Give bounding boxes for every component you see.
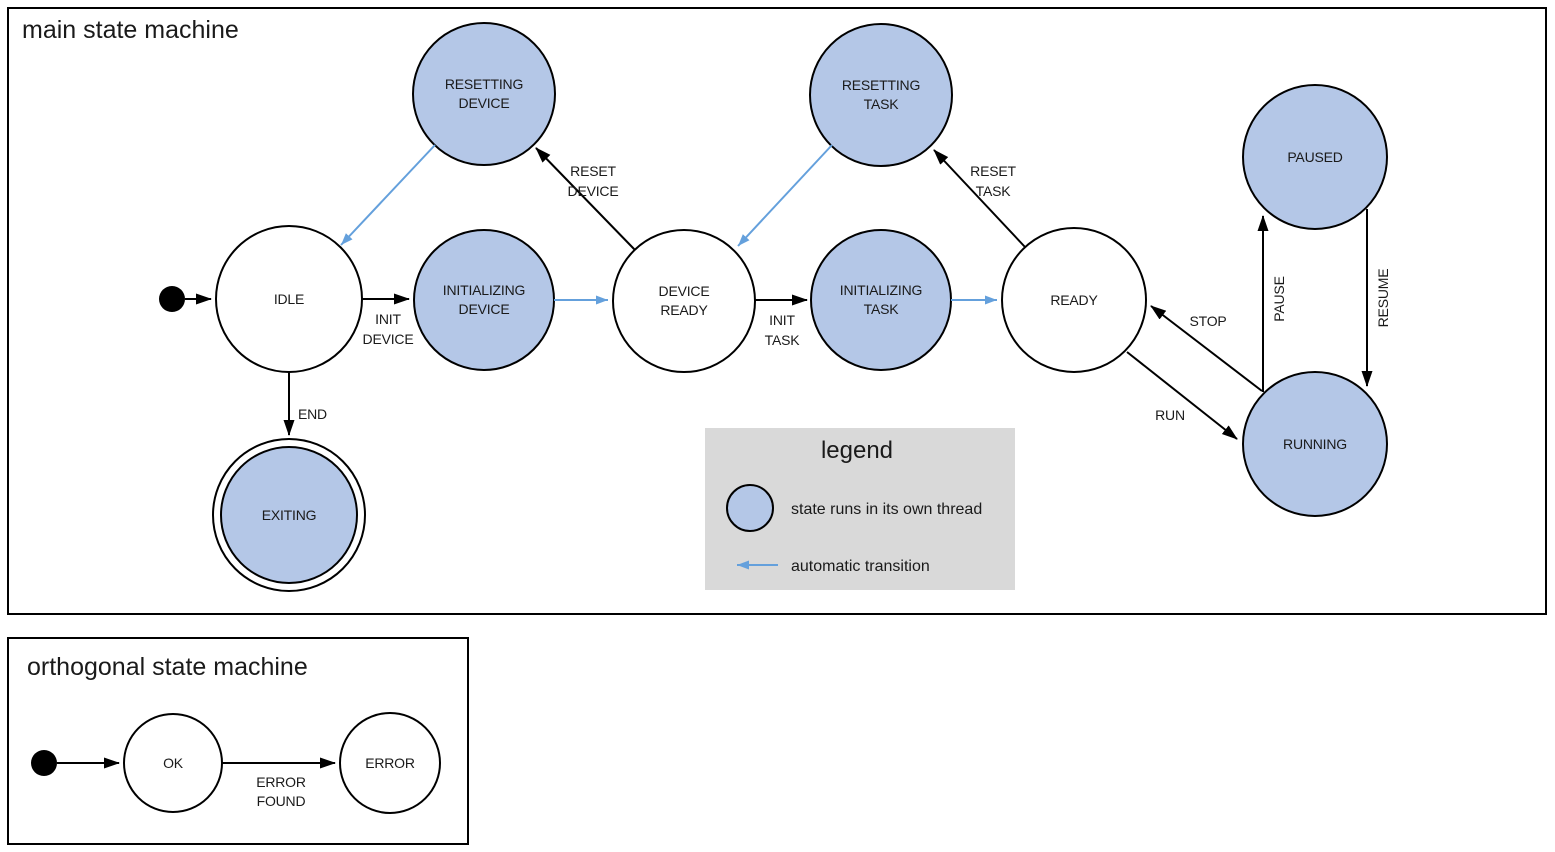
- state-ok-label: OK: [163, 755, 184, 771]
- state-resetting-device-label-line2: DEVICE: [459, 95, 510, 111]
- orthogonal-machine-title: orthogonal state machine: [27, 653, 308, 681]
- transition-init-task-label-line2: TASK: [765, 332, 801, 348]
- transition-error-found-label-line2: FOUND: [257, 793, 306, 809]
- state-running-label: RUNNING: [1283, 436, 1347, 452]
- legend-thread-state-label: state runs in its own thread: [791, 501, 982, 518]
- state-resetting-task: [809, 23, 953, 167]
- transition-reset-device-arrow: [535, 147, 636, 251]
- state-exiting-label: EXITING: [262, 507, 317, 523]
- state-resetting-device-label-line1: RESETTING: [445, 76, 523, 92]
- state-initializing-task-label-line2: TASK: [864, 301, 900, 317]
- transition-error-found-label-line1: ERROR: [256, 774, 306, 790]
- transition-run-arrow: [1126, 351, 1238, 440]
- state-initializing-task: [810, 229, 952, 371]
- state-running: [1242, 371, 1388, 517]
- legend-title: legend: [821, 437, 893, 464]
- transition-resume-label: RESUME: [1375, 269, 1391, 328]
- transition-stop-arrow: [1150, 305, 1263, 392]
- state-error: [339, 712, 441, 814]
- auto-transition-resetting-device-to-idle-arrow: [340, 144, 436, 246]
- transition-reset-task-label-line2: TASK: [976, 183, 1012, 199]
- state-initializing-device-label-line2: DEVICE: [459, 301, 510, 317]
- state-paused-label: PAUSED: [1287, 149, 1342, 165]
- state-device-ready: [612, 229, 756, 373]
- transition-reset-device-label-line1: RESET: [570, 163, 616, 179]
- state-device-ready-label-line1: DEVICE: [659, 283, 710, 299]
- state-resetting-device: [412, 22, 556, 166]
- state-error-label: ERROR: [365, 755, 415, 771]
- state-initializing-task-label-line1: INITIALIZING: [840, 282, 922, 298]
- transition-stop-label: STOP: [1189, 313, 1226, 329]
- state-paused: [1242, 84, 1388, 230]
- initial-state-dot: [159, 286, 185, 312]
- main-machine-title: main state machine: [22, 16, 239, 44]
- transition-reset-task-label-line1: RESET: [970, 163, 1016, 179]
- auto-transition-resetting-task-to-device-ready-arrow: [737, 144, 833, 247]
- legend-auto-transition-label: automatic transition: [791, 558, 930, 575]
- transition-run-label: RUN: [1155, 407, 1185, 423]
- state-idle-label: IDLE: [274, 291, 304, 307]
- state-exiting: [220, 446, 358, 584]
- transition-pause-label: PAUSE: [1271, 276, 1287, 321]
- state-resetting-task-label-line2: TASK: [864, 96, 900, 112]
- transition-init-device-label-line1: INIT: [375, 311, 401, 327]
- transition-reset-task-arrow: [933, 149, 1026, 248]
- orthogonal-machine-frame: [7, 637, 469, 845]
- state-resetting-task-label-line1: RESETTING: [842, 77, 920, 93]
- state-device-ready-label-line2: READY: [660, 302, 708, 318]
- state-ready: [1001, 227, 1147, 373]
- transition-end-label: END: [298, 406, 327, 422]
- transition-init-task-label-line1: INIT: [769, 312, 795, 328]
- legend-thread-state-swatch: [726, 484, 774, 532]
- transition-init-device-label-line2: DEVICE: [363, 331, 414, 347]
- state-ready-label: READY: [1050, 292, 1098, 308]
- transition-reset-device-label-line2: DEVICE: [568, 183, 619, 199]
- orthogonal-initial-state-dot: [31, 750, 57, 776]
- state-initializing-device: [413, 229, 555, 371]
- state-initializing-device-label-line1: INITIALIZING: [443, 282, 525, 298]
- main-machine-frame: [7, 7, 1547, 615]
